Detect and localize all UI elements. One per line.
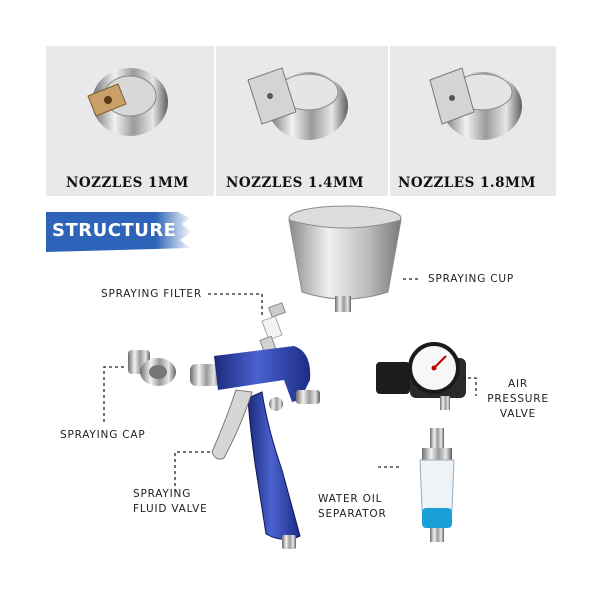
water-oil-separator-image [419, 428, 455, 542]
nozzle-1mm-image [87, 68, 168, 136]
leader-lines [103, 278, 477, 492]
nozzle-label-1mm: NOZZLES 1MM [66, 175, 189, 191]
callout-spraying-cap: SPRAYING CAP [60, 429, 146, 441]
spraying-filter-image [259, 302, 286, 355]
callout-water-oil-separator-line1: WATER OIL [318, 493, 383, 505]
callout-air-pressure-valve: AIR PRESSURE VALVE [478, 377, 558, 422]
nozzle-1-8mm-image [429, 67, 522, 140]
spraying-cup-image [288, 205, 402, 312]
callout-spraying-fluid-valve-line2: FLUID VALVE [133, 503, 208, 515]
air-pressure-valve-image [376, 342, 466, 410]
spraying-cap-image [128, 350, 176, 386]
callout-spraying-filter: SPRAYING FILTER [101, 288, 202, 300]
callout-water-oil-separator-line2: SEPARATOR [318, 508, 387, 520]
callout-spraying-fluid-valve: SPRAYING FLUID VALVE [133, 487, 208, 517]
spray-gun-image [190, 346, 320, 549]
callout-spraying-fluid-valve-line1: SPRAYING [133, 488, 192, 500]
callout-spraying-cup: SPRAYING CUP [428, 273, 515, 285]
structure-title: STRUCTURE [52, 220, 177, 241]
callout-air-pressure-valve-line2: PRESSURE [487, 393, 549, 405]
nozzle-label-1-4mm: NOZZLES 1.4MM [226, 175, 364, 191]
nozzle-1-4mm-image [247, 67, 348, 140]
callout-air-pressure-valve-line1: AIR [508, 378, 528, 390]
callout-water-oil-separator: WATER OIL SEPARATOR [318, 492, 387, 522]
structure-banner [46, 212, 192, 252]
callout-air-pressure-valve-line3: VALVE [499, 408, 537, 420]
nozzle-label-1-8mm: NOZZLES 1.8MM [398, 175, 536, 191]
